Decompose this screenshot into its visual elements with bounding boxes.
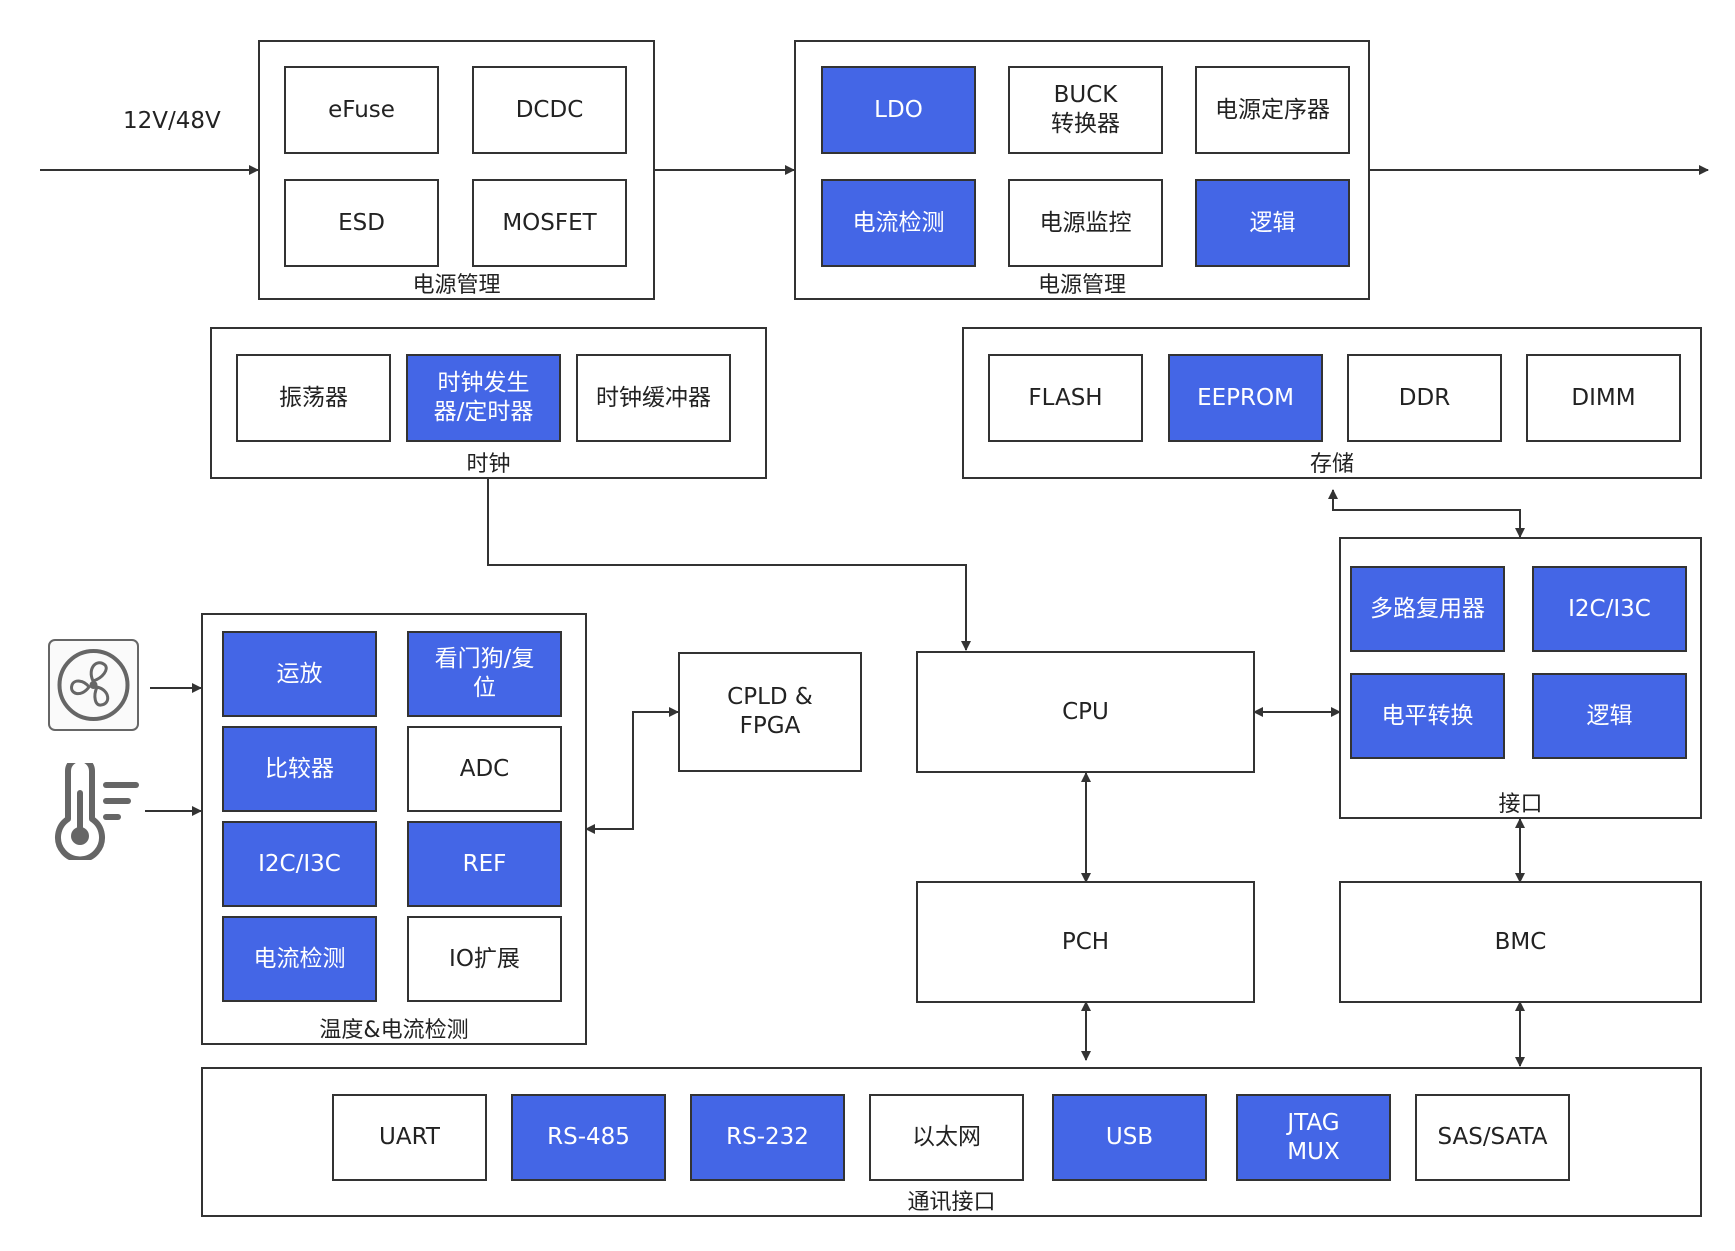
- i2c-i3c-sensing-block[interactable]: I2C/I3C: [222, 821, 377, 907]
- cpu-block[interactable]: CPU: [916, 651, 1255, 773]
- fan-icon: [47, 638, 140, 732]
- group-label-power-2: 电源管理: [1037, 273, 1126, 298]
- current-detect-block-bottom[interactable]: 电流检测: [222, 916, 377, 1002]
- logic-block-top[interactable]: 逻辑: [1195, 179, 1350, 267]
- input-voltage-label: 12V/48V: [123, 108, 221, 134]
- level-shifter-block[interactable]: 电平转换: [1350, 673, 1505, 759]
- cpld-sensing-arrow: [585, 707, 679, 834]
- ref-block[interactable]: REF: [407, 821, 562, 907]
- dimm-block[interactable]: DIMM: [1526, 354, 1681, 442]
- logic-interface-block[interactable]: 逻辑: [1532, 673, 1687, 759]
- io-expander-block[interactable]: IO扩展: [407, 916, 562, 1002]
- uart-block[interactable]: UART: [332, 1094, 487, 1181]
- current-detect-block-top[interactable]: 电流检测: [821, 179, 976, 267]
- esd-block[interactable]: ESD: [284, 179, 439, 267]
- sas-sata-block[interactable]: SAS/SATA: [1415, 1094, 1570, 1181]
- opamp-block[interactable]: 运放: [222, 631, 377, 717]
- power-sequencer-block[interactable]: 电源定序器: [1195, 66, 1350, 154]
- power-monitor-block[interactable]: 电源监控: [1008, 179, 1163, 267]
- buck-converter-block[interactable]: BUCK 转换器: [1008, 66, 1163, 154]
- watchdog-reset-block[interactable]: 看门狗/复 位: [407, 631, 562, 717]
- ldo-block[interactable]: LDO: [821, 66, 976, 154]
- comparator-block[interactable]: 比较器: [222, 726, 377, 812]
- ddr-block[interactable]: DDR: [1347, 354, 1502, 442]
- group-label-interface: 接口: [1498, 792, 1543, 817]
- clock-buffer-block[interactable]: 时钟缓冲器: [576, 354, 731, 442]
- clock-to-cpu-arrow: [487, 479, 971, 651]
- jtag-mux-block[interactable]: JTAG MUX: [1236, 1094, 1391, 1181]
- pch-block[interactable]: PCH: [916, 881, 1255, 1003]
- group-label-sensing: 温度&电流检测: [319, 1018, 469, 1043]
- group-label-clock: 时钟: [466, 452, 511, 477]
- i2c-i3c-interface-block[interactable]: I2C/I3C: [1532, 566, 1687, 652]
- storage-interface-arrow: [1328, 489, 1525, 538]
- eeprom-block[interactable]: EEPROM: [1168, 354, 1323, 442]
- oscillator-block[interactable]: 振荡器: [236, 354, 391, 442]
- usb-block[interactable]: USB: [1052, 1094, 1207, 1181]
- ethernet-block[interactable]: 以太网: [869, 1094, 1024, 1181]
- thermometer-icon: [46, 756, 146, 863]
- bmc-block[interactable]: BMC: [1339, 881, 1702, 1003]
- adc-block[interactable]: ADC: [407, 726, 562, 812]
- rs232-block[interactable]: RS-232: [690, 1094, 845, 1181]
- mosfet-block[interactable]: MOSFET: [472, 179, 627, 267]
- dcdc-block[interactable]: DCDC: [472, 66, 627, 154]
- cpld-fpga-block[interactable]: CPLD & FPGA: [678, 652, 862, 772]
- group-label-power-1: 电源管理: [412, 273, 501, 298]
- flash-block[interactable]: FLASH: [988, 354, 1143, 442]
- efuse-block[interactable]: eFuse: [284, 66, 439, 154]
- group-label-storage: 存储: [1309, 452, 1354, 477]
- multiplexer-block[interactable]: 多路复用器: [1350, 566, 1505, 652]
- rs485-block[interactable]: RS-485: [511, 1094, 666, 1181]
- clock-generator-block[interactable]: 时钟发生 器/定时器: [406, 354, 561, 442]
- group-label-comm: 通讯接口: [907, 1190, 996, 1215]
